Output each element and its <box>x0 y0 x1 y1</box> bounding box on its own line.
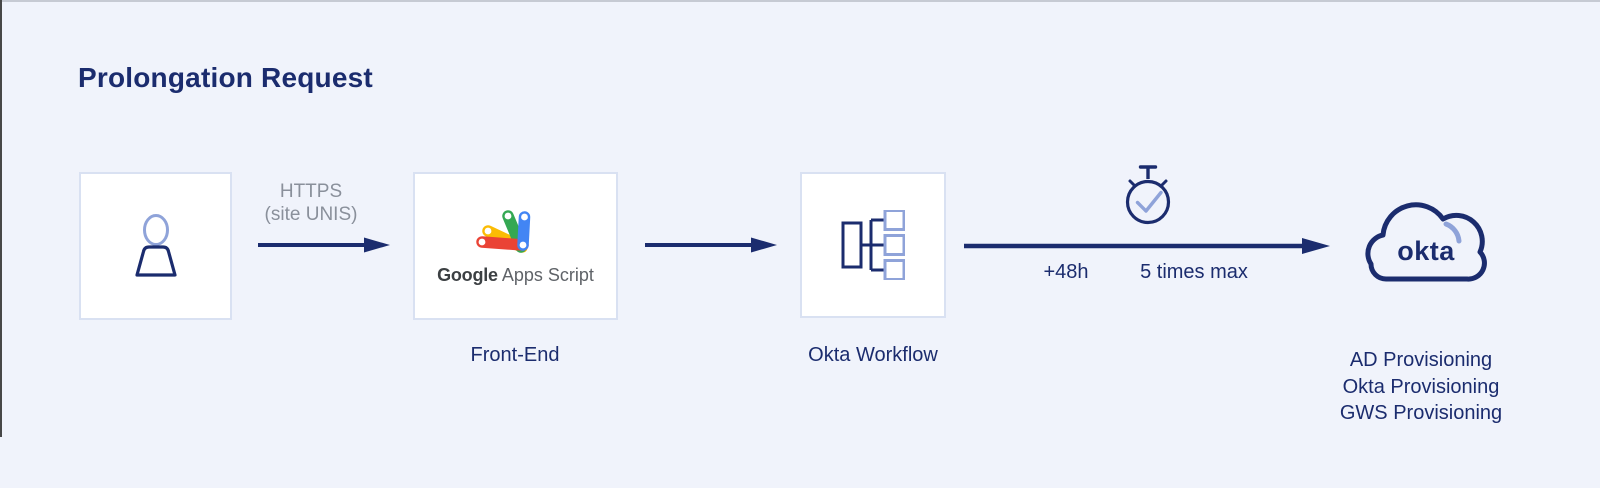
https-label-line2: (site UNIS) <box>264 204 358 225</box>
screenshot-top-edge <box>0 0 1600 2</box>
provisioning-line-ad: AD Provisioning <box>1349 349 1493 371</box>
frontend-node: Google Apps Script <box>413 172 618 320</box>
arrow-user-to-frontend <box>258 237 390 253</box>
workflow-icon <box>841 210 905 280</box>
okta-wordmark: okta <box>1397 236 1455 266</box>
google-wordmark-light: Apps Script <box>501 264 594 285</box>
arrow-frontend-to-workflow <box>645 237 777 253</box>
arrow-workflow-to-okta <box>964 238 1330 254</box>
user-node <box>79 172 232 320</box>
stopwatch-icon <box>1125 165 1171 225</box>
screenshot-left-edge <box>0 0 2 437</box>
retry-limit-label: 5 times max <box>1140 261 1248 283</box>
frontend-caption: Front-End <box>470 344 560 366</box>
provisioning-line-okta: Okta Provisioning <box>1342 375 1500 398</box>
diagram-title: Prolongation Request <box>78 62 373 93</box>
person-icon <box>134 214 177 277</box>
provisioning-line-gws: GWS Provisioning <box>1339 402 1503 424</box>
delay-label: +48h <box>1043 261 1089 283</box>
https-arrow-label: HTTPS (site UNIS) <box>265 180 358 226</box>
google-wordmark-bold: Google <box>437 264 498 285</box>
https-label-line1: HTTPS <box>279 181 343 202</box>
google-apps-script-wordmark: Google Apps Script <box>437 265 594 286</box>
okta-workflow-caption: Okta Workflow <box>808 344 938 366</box>
provisioning-caption: AD Provisioning Okta Provisioning GWS Pr… <box>1340 347 1502 427</box>
okta-workflow-node <box>800 172 946 318</box>
okta-cloud-logo: okta <box>1365 202 1487 282</box>
google-apps-script-icon <box>475 209 530 253</box>
